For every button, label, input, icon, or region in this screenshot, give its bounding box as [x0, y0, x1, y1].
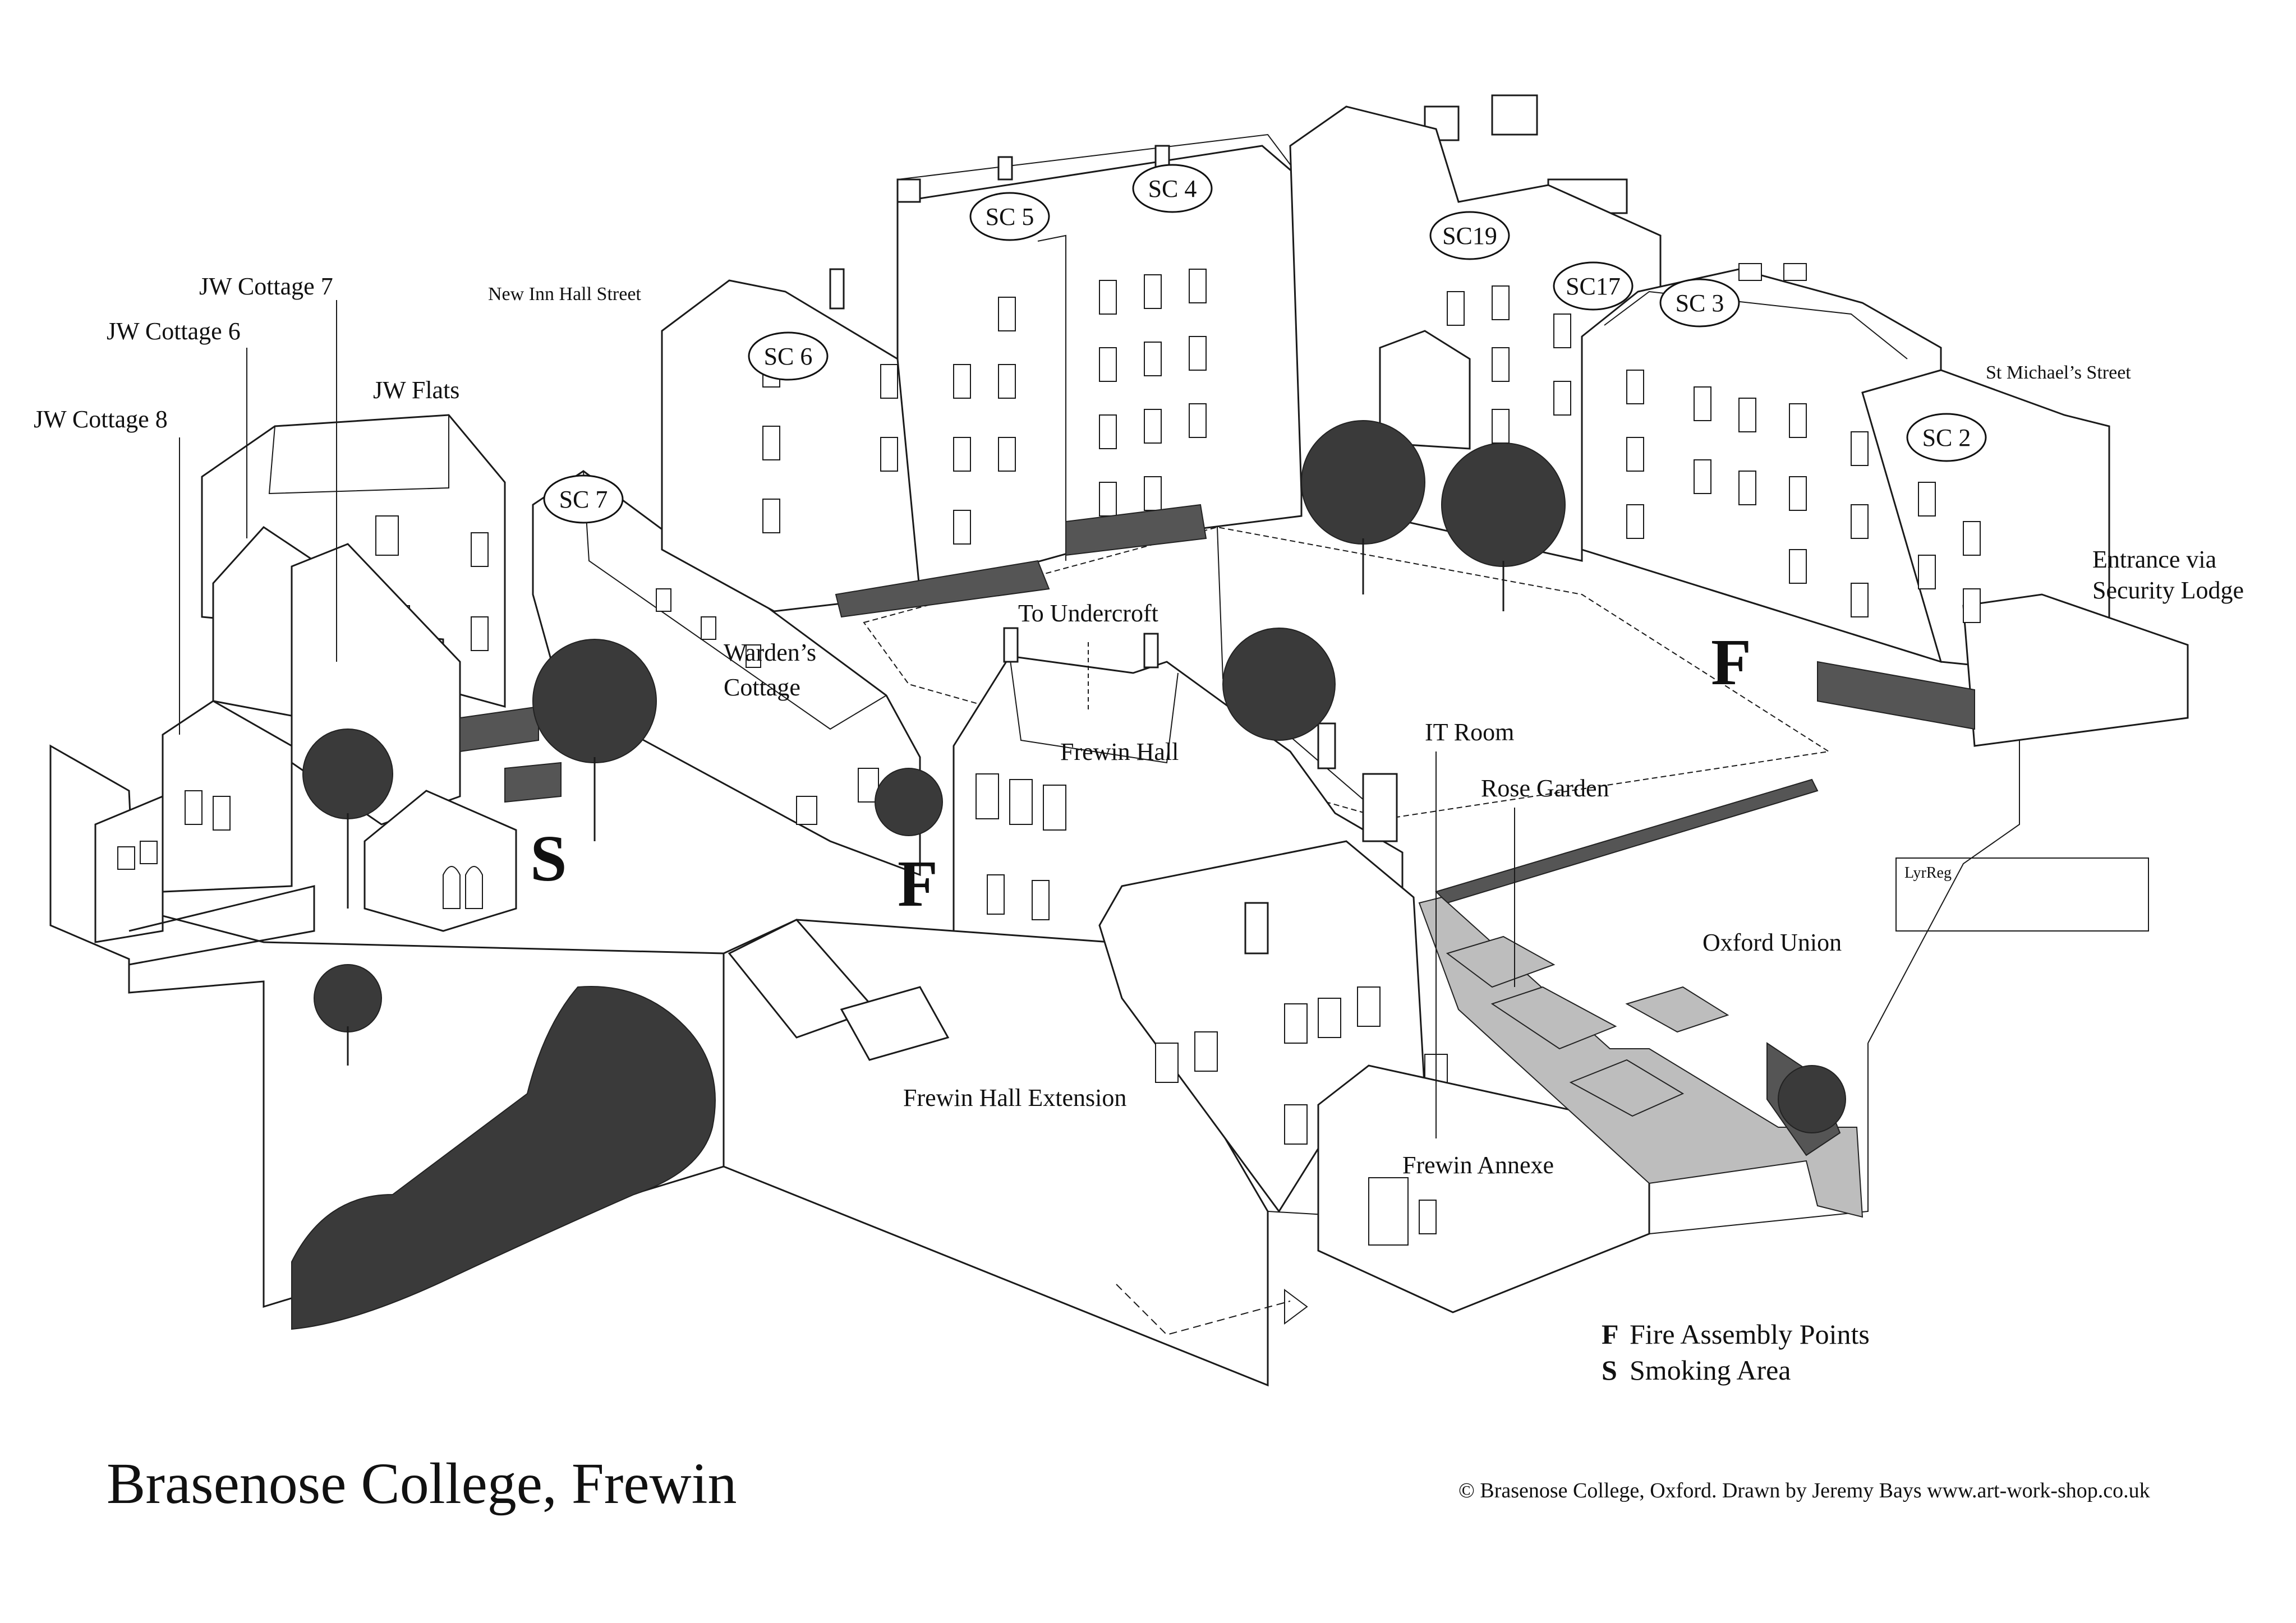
sc5-oval — [969, 192, 1050, 241]
sc6-oval — [748, 331, 829, 381]
label-frewin-hall-extension: Frewin Hall Extension — [903, 1084, 1126, 1112]
staircase-labels: SC 6 SC 7 SC 5 SC 4 SC19 SC17 SC 3 SC 2 — [543, 164, 1987, 524]
sc5-label: SC 5 — [986, 203, 1034, 230]
sc19-oval — [1429, 211, 1510, 260]
sc2-oval — [1906, 413, 1987, 462]
sc7-label: SC 7 — [559, 486, 608, 513]
inset-box: LyrReg — [1895, 857, 2149, 932]
sc4-oval — [1132, 164, 1213, 213]
sc7-oval — [543, 474, 624, 524]
label-frewin-annexe: Frewin Annexe — [1402, 1151, 1554, 1179]
trees — [291, 420, 1846, 1330]
label-jw-cottage-7: JW Cottage 7 — [199, 273, 333, 300]
legend-fire-label: Fire Assembly Points — [1630, 1318, 1870, 1350]
label-jw-flats: JW Flats — [373, 376, 459, 404]
label-wardens-cottage-line1: Warden’s — [724, 639, 816, 666]
north-range-windows — [762, 269, 1207, 545]
frewin-annexe-building — [1317, 1064, 1650, 1313]
conservatory — [364, 790, 517, 932]
legend-smoking-label: Smoking Area — [1630, 1354, 1791, 1386]
label-oxford-union: Oxford Union — [1703, 929, 1842, 956]
sc6-label: SC 6 — [764, 343, 813, 370]
hedges — [459, 504, 1975, 803]
label-it-room: IT Room — [1425, 718, 1514, 746]
label-wardens-cottage-line2: Cottage — [724, 674, 800, 701]
legend-fire-key: F — [1602, 1318, 1619, 1350]
label-entrance-line2: Security Lodge — [2092, 577, 2244, 604]
street-new-inn-hall: New Inn Hall Street — [488, 284, 641, 305]
sc4-label: SC 4 — [1148, 175, 1197, 202]
sc3-oval — [1659, 278, 1740, 328]
fire-assembly-marker-hall: F — [898, 847, 938, 920]
label-jw-cottage-6: JW Cottage 6 — [107, 317, 241, 345]
legend: F Fire Assembly Points S Smoking Area — [1602, 1318, 1870, 1386]
legend-smoking-key: S — [1602, 1354, 1617, 1386]
sc17-label: SC17 — [1566, 273, 1621, 300]
fire-assembly-marker-quad: F — [1711, 625, 1751, 699]
sc17-oval — [1553, 261, 1634, 311]
leader-lines — [179, 300, 1515, 1138]
boundary-wall-left — [128, 885, 315, 966]
inset-label: LyrReg — [1904, 864, 1952, 882]
smoking-area-marker: S — [530, 822, 567, 895]
label-to-undercroft: To Undercroft — [1018, 600, 1158, 627]
rose-garden — [1418, 778, 1864, 1218]
sc3-label: SC 3 — [1676, 289, 1724, 317]
label-frewin-hall: Frewin Hall — [1060, 738, 1179, 766]
east-range-windows — [1447, 263, 1981, 623]
frewin-hall-extension-building — [723, 919, 1269, 1387]
copyright: © Brasenose College, Oxford. Drawn by Je… — [1458, 1479, 2150, 1502]
sc2-label: SC 2 — [1922, 424, 1971, 451]
sc19-label: SC19 — [1442, 222, 1497, 250]
label-jw-cottage-8: JW Cottage 8 — [34, 405, 168, 433]
street-st-michaels: St Michael’s Street — [1986, 362, 2131, 383]
label-entrance-line1: Entrance via — [2092, 546, 2216, 573]
direction-arrow — [1116, 1284, 1308, 1336]
label-rose-garden: Rose Garden — [1481, 774, 1609, 802]
page-title: Brasenose College, Frewin — [107, 1451, 737, 1516]
